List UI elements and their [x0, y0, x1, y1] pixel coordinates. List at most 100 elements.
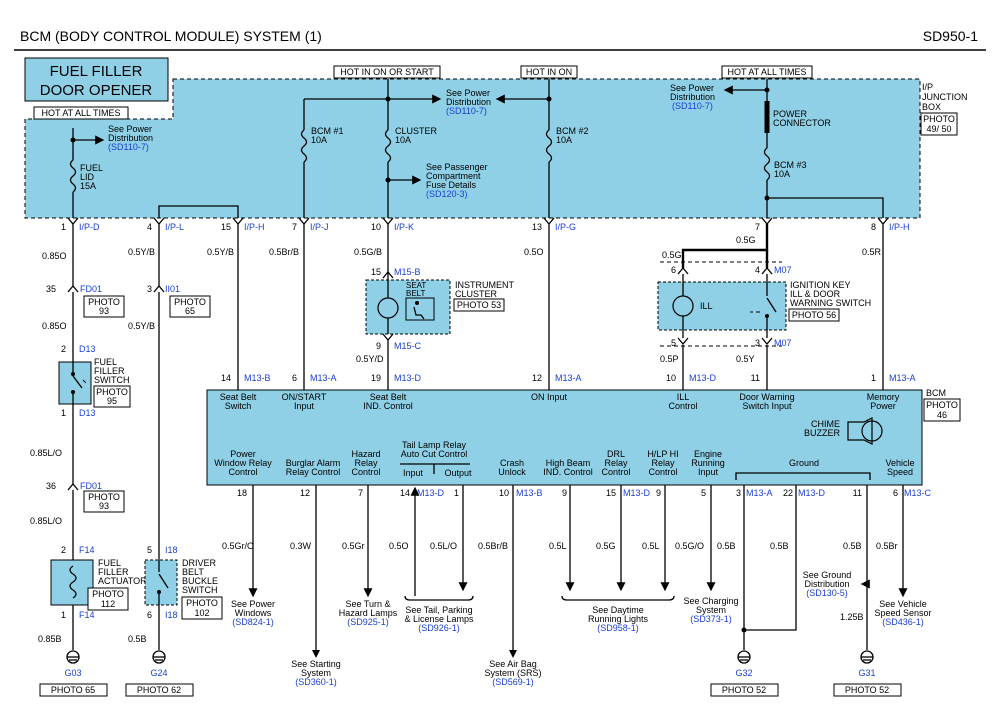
tc-conn-1: I/P-D [79, 222, 100, 232]
fd01-top-pin: 35 [46, 284, 56, 294]
fuse-cluster-1: CLUSTER [395, 126, 438, 136]
g31-photo: PHOTO 52 [845, 685, 889, 695]
ref-turn-code: (SD925-1) [347, 617, 389, 627]
bcm-bl-cu2: Unlock [498, 467, 526, 477]
i18-top-name: I18 [165, 545, 178, 555]
m15b-name: M15-B [394, 267, 421, 277]
ref-power-dist-left-code: (SD110-7) [108, 142, 149, 152]
ref-power-dist-mid-code: (SD110-7) [446, 106, 487, 116]
bcm-bp-pin-9: 9 [656, 488, 661, 498]
power-connector-1: POWER [773, 109, 808, 119]
bcm-bp-wire-12: 0.5B [770, 541, 789, 551]
f14-top-name: F14 [79, 545, 95, 555]
bcm-tp-pin-6: 11 [751, 373, 760, 383]
bcm-top-label-2a: ON/START [282, 392, 327, 402]
power-connector-2: CONNECTOR [773, 118, 831, 128]
bcm-bl-hl2: Relay [651, 458, 675, 468]
bcm-bp-pin-7: 9 [562, 488, 567, 498]
i18-bot-pin: 6 [147, 610, 152, 620]
bottom-references: See Power Windows (SD824-1) See Starting… [231, 570, 932, 687]
g24-name: G24 [150, 668, 167, 678]
bcm-bp-wire-13: 0.5B [843, 541, 862, 551]
cluster-seat-2: BELT [406, 289, 426, 298]
ref-tail-code: (SD926-1) [418, 623, 460, 633]
bcm-bl-er2: Running [691, 458, 725, 468]
tc-pin-6: 13 [532, 222, 542, 232]
bcm-bp-wire-10: 0.5G/O [675, 541, 704, 551]
bcm-name: BCM [926, 388, 946, 398]
hot-in-on: HOT IN ON [526, 67, 572, 77]
fuse-bcm1-2: 10A [311, 135, 327, 145]
bcm-bp-conn-14: M13-C [904, 488, 932, 498]
ref-airbag-1: See Air Bag [489, 659, 537, 669]
ground-symbol-g24 [152, 650, 166, 664]
diagram-title: BCM (BODY CONTROL MODULE) SYSTEM (1) [20, 28, 322, 44]
tc-pin-8: 8 [871, 222, 876, 232]
fuse-bcm1-1: BCM #1 [311, 126, 344, 136]
buzzer-label: BUZZER [804, 428, 841, 438]
tc-conn-4: I/P-J [310, 222, 329, 232]
ipjb-label: I/P JUNCTION BOX PHOTO 49/ 50 [920, 82, 968, 136]
fd01-bot-photo-num: 93 [99, 501, 109, 511]
bcm-top-label-7b: Power [870, 401, 896, 411]
bcm-bp-pin-12: 22 [783, 488, 793, 498]
fd01-bot-photo: PHOTO [88, 492, 120, 502]
m07-top-pin1: 6 [671, 265, 676, 275]
ref-speed-2: Speed Sensor [874, 608, 931, 618]
ref-power-dist-right-code: (SD110-7) [672, 101, 713, 111]
hot-at-all-times-right: HOT AT ALL TIMES [727, 67, 806, 77]
bcm-bp-wire-5: 0.5L/O [430, 541, 457, 551]
tc-pin-3: 15 [221, 222, 231, 232]
actuator-photo: PHOTO [92, 589, 124, 599]
wire-05y: 0.5Y [736, 354, 755, 364]
bcm-bottom-pins: 18 12 7 14 M13-D 1 10 M13-B 9 15 M13-D 9… [222, 488, 932, 551]
bcm-bp-pin-11: 3 [736, 488, 741, 498]
bcm-top-label-6a: Door Warning [739, 392, 794, 402]
cluster-name-2: CLUSTER [455, 289, 498, 299]
bcm-bl-hz1: Hazard [351, 449, 380, 459]
ref-starting-code: (SD360-1) [295, 677, 337, 687]
driver-belt-buckle-switch [144, 559, 178, 606]
ref-airbag-2: System (SRS) [484, 668, 541, 678]
bcm3-fuse [763, 147, 771, 181]
bcm-bp-pin-5: 1 [454, 488, 459, 498]
bcm-tp-pin-7: 1 [871, 373, 876, 383]
buckle-label-1: DRIVER [182, 558, 217, 568]
bcm-tp-pin-5: 10 [666, 373, 676, 383]
actuator-label-1: FUEL [98, 558, 121, 568]
ref-speed-1: See Vehicle [879, 599, 927, 609]
i18-bot-name: I18 [165, 610, 178, 620]
diagram-code: SD950-1 [923, 28, 978, 44]
g31-name: G31 [858, 668, 875, 678]
bcm-bl-tl1: Tail Lamp Relay [402, 440, 467, 450]
fuel-switch-label-1: FUEL [94, 357, 117, 367]
bcm-bp-wire-8: 0.5G [596, 541, 616, 551]
bcm-bp-wire-2: 0.3W [290, 541, 312, 551]
f14-top-pin: 2 [61, 545, 66, 555]
bcm-bl-hb1: High Beam [546, 458, 591, 468]
fuel-filler-circuit: 0.85O 35 FD01 PHOTO 93 0.85O 2 D13 FUEL … [30, 224, 147, 697]
ipjb-label-1: I/P [922, 82, 933, 92]
fuse-cluster-2: 10A [395, 135, 411, 145]
ref-power-dist-right-2: Distribution [670, 92, 715, 102]
cluster-photo: PHOTO 53 [457, 300, 501, 310]
ref-ground-1: See Ground [803, 570, 852, 580]
wire-085lo-b: 0.85L/O [30, 516, 62, 526]
m07-top-pin2: 4 [755, 265, 760, 275]
ref-starting-2: System [301, 668, 331, 678]
d13-top-pin: 2 [61, 344, 66, 354]
m07-top-name: M07 [774, 265, 792, 275]
ipjb-photo: PHOTO [923, 114, 955, 124]
ref-power-dist-left-1: See Power [108, 124, 152, 134]
actuator-label-2: FILLER [98, 567, 129, 577]
bcm-bl-hl3: Control [648, 467, 677, 477]
bcm-tp-pin-2: 6 [292, 373, 297, 383]
bcm2-fuse [545, 129, 553, 163]
tc-pin-1: 1 [61, 222, 66, 232]
ref-pw-code: (SD824-1) [232, 617, 274, 627]
bcm-bl-tl-in: Input [403, 468, 424, 478]
fuel-lid-fuse [69, 159, 77, 193]
bcm-bp-conn-11: M13-A [746, 488, 773, 498]
tc-conn-3: I/P-H [244, 222, 265, 232]
bcm-bl-vs1: Vehicle [885, 458, 914, 468]
